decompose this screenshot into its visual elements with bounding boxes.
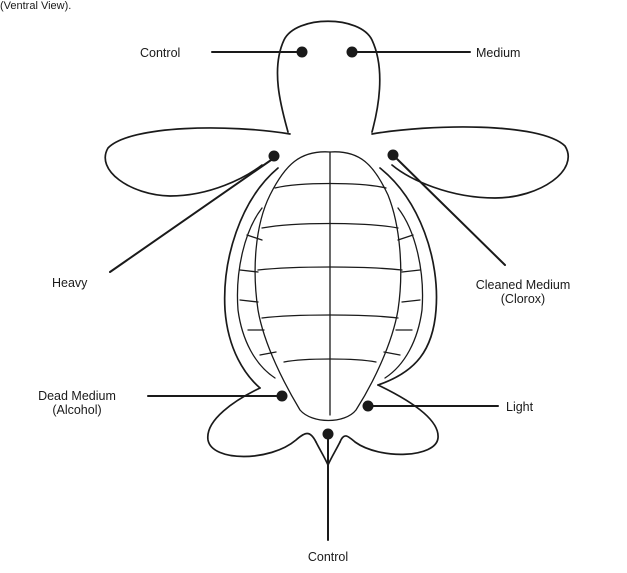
- left-front-flipper: [105, 128, 290, 196]
- label-cleaned-medium-note: (Clorox): [468, 292, 578, 306]
- label-heavy: Heavy: [52, 276, 87, 290]
- leader-line-heavy: [110, 158, 274, 272]
- label-cleaned-medium-group: Cleaned Medium (Clorox): [468, 278, 578, 306]
- sample-dot-control-bottom: [323, 429, 334, 440]
- label-dead-medium: Dead Medium: [2, 389, 152, 403]
- label-control-top: Control: [140, 46, 180, 60]
- plastron-outline: [255, 152, 401, 421]
- sample-dot-dead-medium: [277, 391, 288, 402]
- sample-dot-heavy: [269, 151, 280, 162]
- label-control-bottom: Control: [290, 550, 366, 564]
- leader-line-cleaned-medium: [393, 155, 505, 265]
- marginal-scutes-right: [384, 208, 423, 378]
- sample-dot-medium: [347, 47, 358, 58]
- label-cleaned-medium: Cleaned Medium: [468, 278, 578, 292]
- left-hind-flipper: [208, 388, 316, 457]
- sample-dot-cleaned-medium: [388, 150, 399, 161]
- right-hind-flipper: [340, 385, 438, 454]
- label-dead-medium-note: (Alcohol): [2, 403, 152, 417]
- sample-dot-control-top: [297, 47, 308, 58]
- label-dead-medium-group: Dead Medium (Alcohol): [2, 389, 152, 417]
- sample-dot-light: [363, 401, 374, 412]
- turtle-body-left: [225, 168, 278, 388]
- marginal-scutes-left: [237, 208, 276, 378]
- label-medium: Medium: [476, 46, 520, 60]
- label-light: Light: [506, 400, 533, 414]
- turtle-head: [277, 21, 379, 132]
